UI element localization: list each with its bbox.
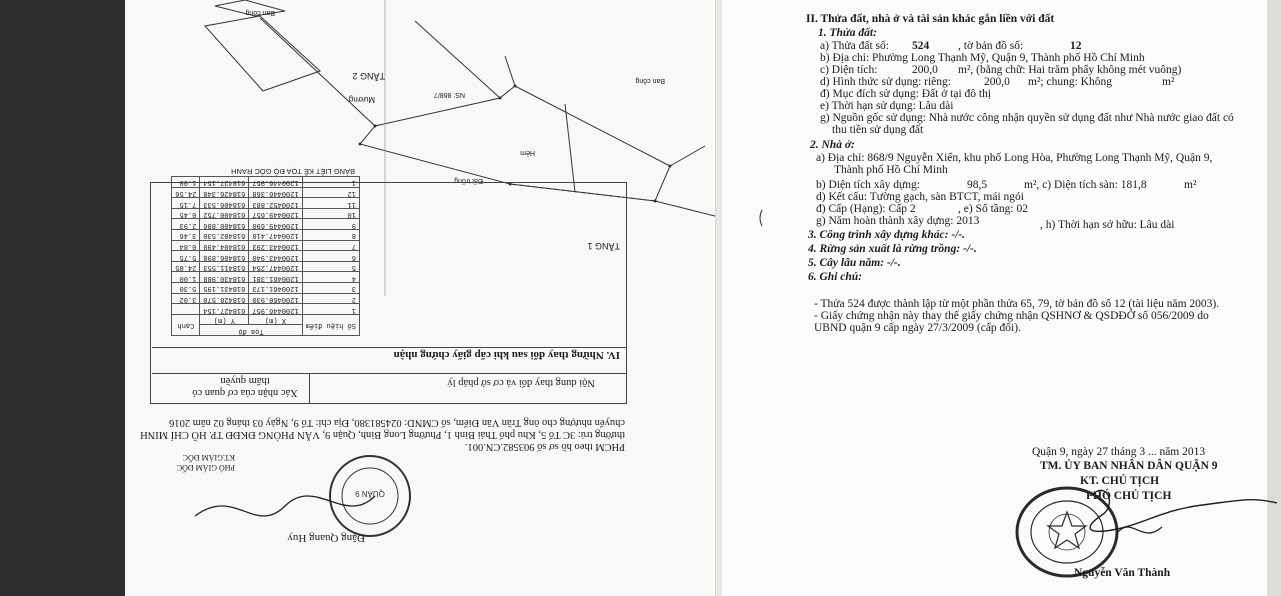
- svg-text:QUẬN 9: QUẬN 9: [355, 489, 385, 498]
- signature: [1089, 489, 1278, 534]
- area-words: m², (bằng chữ: Hai trăm phẩy không mét v…: [958, 64, 1182, 76]
- coord-table-title: BẢNG LIỆT KÊ TỌA ĐỘ GÓC RANH: [231, 167, 355, 176]
- house-year: g) Năm hoàn thành xây dựng: 2013: [816, 215, 980, 227]
- use-form-common: m²; chung: Không: [1028, 76, 1112, 88]
- background-right: [1267, 0, 1281, 596]
- kt-chairman: KT. CHỦ TỊCH: [1080, 475, 1160, 487]
- changes-col-content: Nội dung thay đổi và cơ sở pháp lý: [447, 377, 595, 388]
- changes-col-confirm: Xác nhận của cơ quan có thẩm quyền: [192, 375, 298, 398]
- ban-cong-label-2: Ban công: [635, 77, 665, 84]
- note-1: - Thửa 524 được thành lập từ một phần th…: [814, 298, 1220, 310]
- fold-mark: [759, 209, 763, 227]
- use-term: e) Thời hạn sử dụng: Lâu dài: [820, 100, 954, 112]
- use-origin-2: thu tiền sử dụng đất: [832, 124, 924, 136]
- seal-star-icon: [1046, 510, 1088, 550]
- land-address: b) Địa chỉ: Phường Long Thạnh Mỹ, Quận 9…: [820, 52, 1145, 64]
- house-floor-area-unit: m²: [1184, 179, 1197, 191]
- house-built-area-value: 98,5: [967, 179, 988, 191]
- section2-title: II. Thửa đất, nhà ở và tài sản khác gắn …: [806, 13, 1055, 25]
- changes-entry-4: KT.GIÁM ĐỐC: [182, 453, 235, 462]
- section4: 4. Rừng sản xuất là rừng trồng: -/-.: [808, 243, 977, 255]
- use-form-value: 200,0: [984, 76, 1010, 88]
- changes-title: IV. Những thay đổi sau khi cấp giấy chứn…: [393, 349, 620, 361]
- hem-label: Hẻm: [520, 149, 535, 156]
- house-address-2: Thành phố Hồ Chí Minh: [834, 164, 948, 176]
- official-seal: [1015, 486, 1119, 578]
- left-stamp: QUẬN 9: [329, 455, 411, 537]
- floor2-outline: [204, 15, 321, 92]
- use-purpose: đ) Mục đích sử dụng: Đất ở tại đô thị: [820, 88, 992, 100]
- signer-name: Nguyễn Văn Thành: [1074, 567, 1171, 579]
- house-structure: d) Kết cấu: Tường gạch, sàn BTCT, mái ng…: [816, 191, 1024, 203]
- house-built-area-label: b) Diện tích xây dựng:: [816, 179, 920, 191]
- section5: 5. Cây lâu năm: -/-.: [808, 257, 901, 269]
- changes-box: [150, 182, 627, 404]
- page-gap: [715, 0, 722, 596]
- house-number-label: NS: 868/7: [433, 91, 465, 98]
- land-title: 1. Thửa đất:: [818, 27, 877, 39]
- use-origin-1: g) Nguồn gốc sử dụng: Nhà nước công nhận…: [820, 112, 1234, 124]
- parcel-label: a) Thửa đất số:: [820, 40, 889, 52]
- balcony-outline: [214, 0, 286, 17]
- changes-header-divider: [152, 373, 627, 374]
- changes-title-divider: [152, 347, 627, 348]
- right-page: II. Thửa đất, nhà ở và tài sản khác gắn …: [722, 0, 1278, 596]
- house-address-1: a) Địa chỉ: 868/9 Nguyễn Xiển, khu phố L…: [816, 152, 1213, 164]
- house-ownership-term: , h) Thời hạn sở hữu: Lâu dài: [1040, 219, 1175, 231]
- use-form-label: d) Hình thức sử dụng: riêng:: [820, 76, 951, 88]
- map-label: , tờ bản đồ số:: [958, 40, 1024, 52]
- use-form-common-unit: m²: [1162, 76, 1175, 88]
- left-signature: [194, 495, 376, 517]
- section3: 3. Công trình xây dựng khác: -/-.: [808, 229, 966, 241]
- parcel-number: 524: [912, 40, 930, 52]
- house-floors: , e) Số tầng: 02: [958, 203, 1028, 215]
- floor2-label: TẦNG 2: [352, 71, 385, 81]
- house-floor-area: m², c) Diện tích sàn: 181,8: [1024, 179, 1147, 191]
- house-grade: đ) Cấp (Hạng): Cấp 2: [816, 203, 916, 215]
- area-value: 200,0: [912, 64, 938, 76]
- changes-entry-1: chuyển nhượng cho ông Trần Văn Điểm, số …: [169, 417, 625, 428]
- muong-label: Mương: [348, 95, 375, 104]
- changes-col-divider: [309, 374, 310, 404]
- issuing-org: TM. ỦY BAN NHÂN DÂN QUẬN 9: [1040, 460, 1218, 472]
- changes-entry-3: PHCM theo hồ sơ số 903582.CN.001.: [464, 441, 625, 452]
- section6: 6. Ghi chú:: [808, 271, 862, 283]
- left-page: TẦNG 1 TẦNG 2 Mương Ban công Ban công Đấ…: [125, 0, 716, 596]
- house-title: 2. Nhà ở:: [810, 139, 855, 151]
- dark-background-left: [0, 0, 125, 596]
- note-2a: - Giấy chứng nhận này thay thế giấy chứn…: [814, 310, 1209, 322]
- left-page-rotated-content: TẦNG 1 TẦNG 2 Mương Ban công Ban công Đấ…: [125, 0, 715, 596]
- area-label: c) Diện tích:: [820, 64, 878, 76]
- land-plot-sketch: [204, 0, 715, 296]
- map-number: 12: [1070, 40, 1082, 52]
- issue-date: Quận 9, ngày 27 tháng 3 ... năm 2013: [1032, 446, 1206, 458]
- note-2b: UBND quận 9 cấp ngày 27/3/2009 (cấp đổi)…: [814, 322, 1021, 334]
- changes-entry-2: thường trú: 3C Tổ 5, Khu phố Thái Bình 1…: [140, 429, 625, 440]
- ban-cong-label: Ban công: [245, 9, 275, 16]
